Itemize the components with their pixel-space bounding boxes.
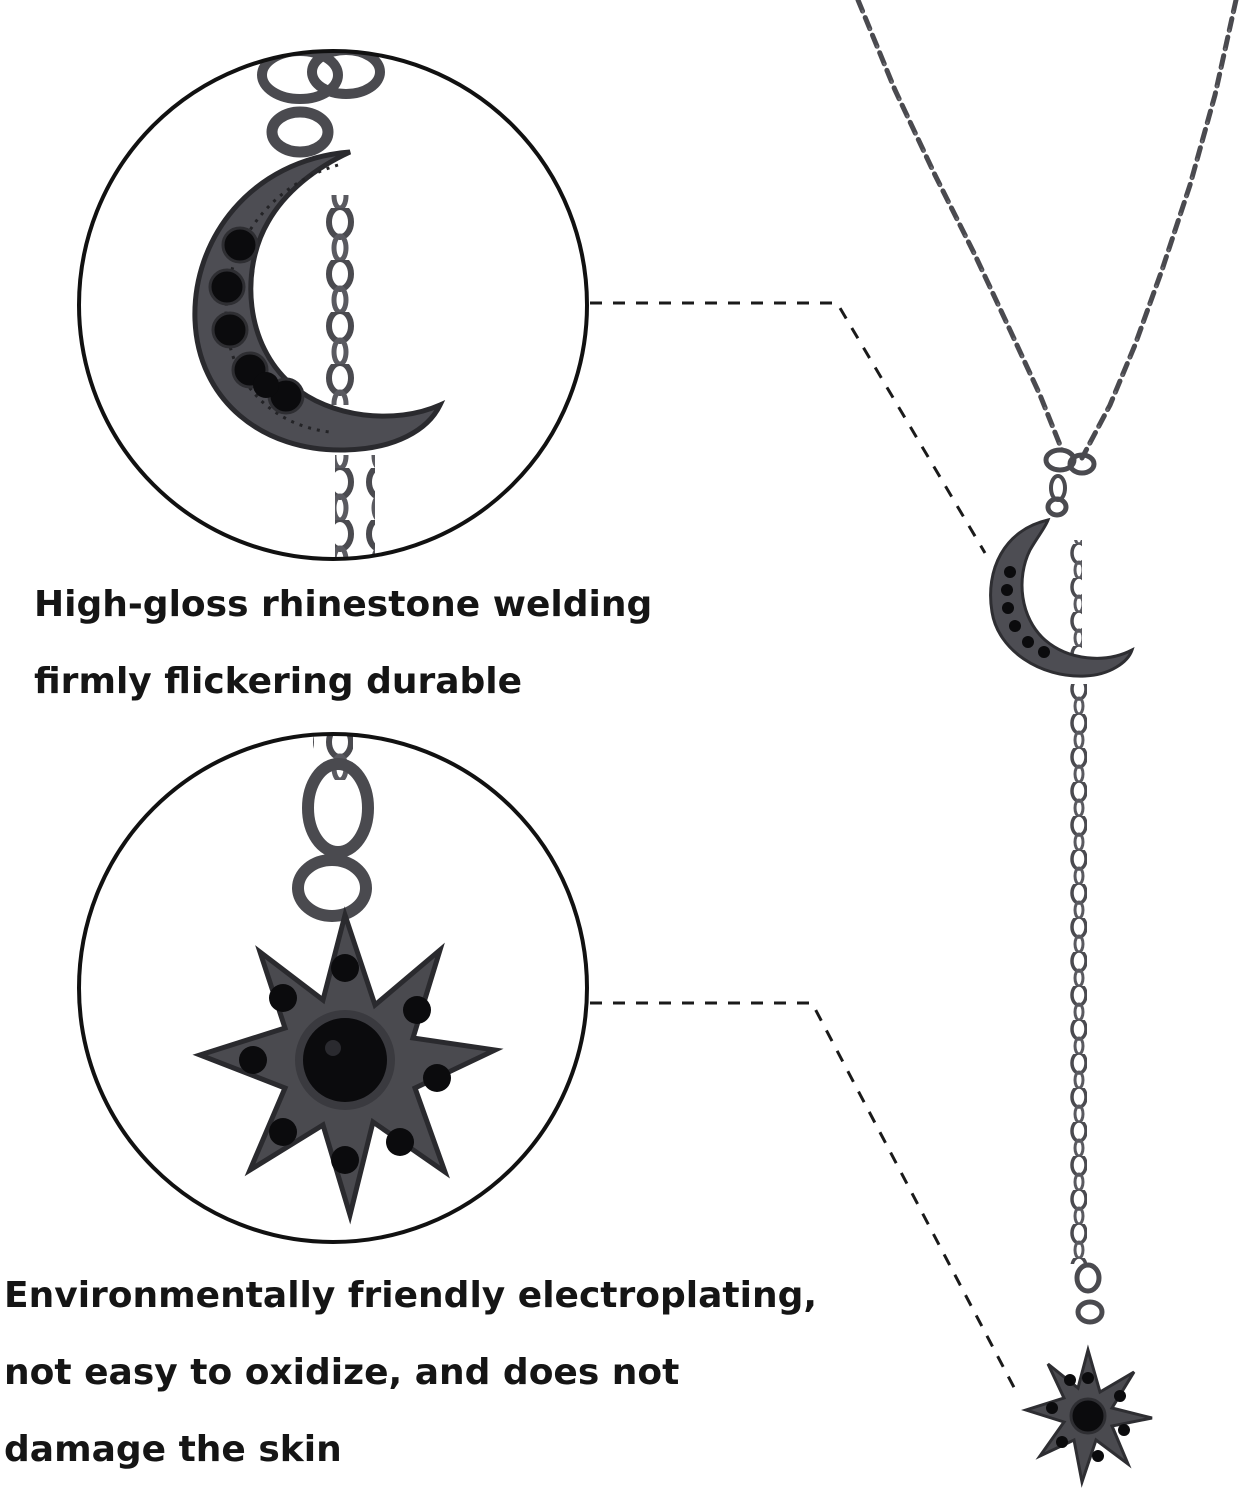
moon-caption-line1: High-gloss rhinestone welding bbox=[34, 584, 653, 625]
star-caption-line1: Environmentally friendly electroplating, bbox=[4, 1275, 818, 1316]
star-pendant-icon bbox=[1021, 1344, 1153, 1488]
zoom-circle-moon bbox=[77, 49, 589, 561]
moon-caption-line2: firmly flickering durable bbox=[34, 661, 523, 702]
leader-line-star bbox=[590, 1001, 1020, 1396]
star-caption-line3: damage the skin bbox=[4, 1429, 342, 1470]
star-caption-line2: not easy to oxidize, and does not bbox=[4, 1352, 680, 1393]
crescent-moon-pendant-icon bbox=[989, 517, 1135, 678]
leader-line-moon bbox=[590, 301, 987, 554]
necklace-chain bbox=[855, 0, 1239, 1325]
zoom-circle-star bbox=[77, 732, 589, 1244]
